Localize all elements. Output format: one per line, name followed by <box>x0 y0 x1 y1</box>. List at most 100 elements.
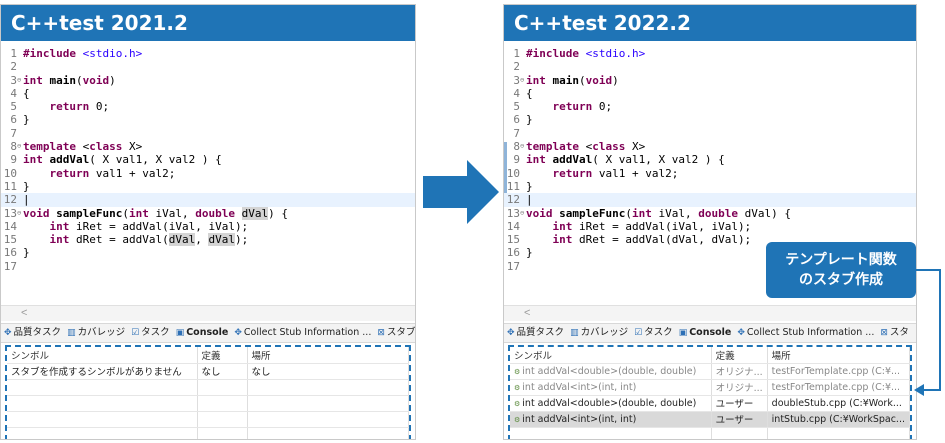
code-line[interactable]: 7 <box>1 127 415 140</box>
view-tab-icon: ▥ <box>67 328 76 338</box>
right-horizontal-scrollbar[interactable]: < <box>504 305 916 321</box>
code-line[interactable]: 15 int dRet = addVal(dVal, dVal); <box>1 233 415 247</box>
code-token: ( <box>579 73 586 87</box>
code-token: ) { <box>268 206 288 220</box>
code-line[interactable]: 14 int iRet = addVal(iVal, iVal); <box>504 220 916 233</box>
table-row[interactable]: スタブを作成するシンボルがありませんなしなし <box>7 363 409 380</box>
column-header[interactable]: シンボル <box>7 347 198 364</box>
column-header[interactable]: 場所 <box>247 347 409 364</box>
table-row[interactable] <box>7 379 409 396</box>
code-token: iVal, <box>651 206 699 220</box>
code-line[interactable]: 3⊖int main(void) <box>504 74 916 87</box>
table-row[interactable]: ⚙int addVal<double>(double, double)オリジナ.… <box>510 363 910 380</box>
code-line[interactable]: 8⊖template <class X> <box>1 140 415 153</box>
table-row[interactable] <box>7 427 409 439</box>
table-row[interactable] <box>7 411 409 428</box>
fold-icon[interactable]: ⊖ <box>17 208 22 217</box>
line-number: 15 <box>3 233 17 247</box>
code-line[interactable]: 10 return val1 + val2; <box>504 167 916 180</box>
view-tab[interactable]: ✥品質タスク <box>1 324 64 342</box>
code-line[interactable]: 6} <box>504 113 916 126</box>
view-tab[interactable]: ▥カバレッジ <box>64 324 128 342</box>
view-tab-icon: ▣ <box>175 328 185 338</box>
view-tab[interactable]: ✥品質タスク <box>504 324 567 342</box>
view-tab[interactable]: ▣Console <box>173 324 232 342</box>
code-line[interactable]: 4{ <box>1 87 415 100</box>
fold-icon[interactable]: ⊖ <box>17 75 22 84</box>
code-line[interactable]: 16} <box>1 246 415 259</box>
code-text: } <box>23 180 30 193</box>
table-row[interactable] <box>510 427 910 439</box>
code-line[interactable]: 16} <box>504 246 916 259</box>
fold-icon[interactable]: ⊖ <box>520 208 525 217</box>
code-line[interactable]: 11} <box>504 180 916 193</box>
line-number: 7 <box>10 126 17 140</box>
code-token: return <box>49 100 90 114</box>
view-tab[interactable]: ✥Collect Stub Information ... <box>734 324 877 342</box>
code-line[interactable]: 17 <box>1 260 415 273</box>
scroll-left-icon[interactable]: < <box>21 307 28 319</box>
column-header[interactable]: 定義 <box>711 347 768 364</box>
code-line[interactable]: 1#include <stdio.h> <box>1 47 415 60</box>
view-tab[interactable]: ▣Console <box>676 324 735 342</box>
left-view-tabs: ✥品質タスク▥カバレッジ☑タスク▣Console✥Collect Stub In… <box>1 323 415 343</box>
code-line[interactable]: 11} <box>1 180 415 193</box>
code-line[interactable]: 12| <box>504 193 916 207</box>
callout-line-2: のスタブ作成 <box>799 272 883 288</box>
right-stub-table: シンボル定義場所 ⚙int addVal<double>(double, dou… <box>510 347 910 439</box>
code-line[interactable]: 5 return 0; <box>1 100 415 113</box>
code-line[interactable]: 17 <box>504 260 916 273</box>
code-line[interactable]: 14 int iRet = addVal(iVal, iVal); <box>1 220 415 233</box>
code-line[interactable]: 6} <box>1 113 415 126</box>
fold-icon[interactable]: ⊖ <box>17 142 22 151</box>
table-row[interactable]: ⚙int addVal<int>(int, int)オリジナ...testFor… <box>510 379 910 396</box>
code-line[interactable]: 3⊖int main(void) <box>1 74 415 87</box>
code-line[interactable]: 5 return 0; <box>504 100 916 113</box>
definition-cell: オリジナ... <box>711 363 768 380</box>
column-header[interactable]: 場所 <box>767 347 910 364</box>
view-tab[interactable]: ✥Collect Stub Information ... <box>231 324 374 342</box>
left-horizontal-scrollbar[interactable]: < <box>1 305 415 321</box>
code-line[interactable]: 10 return val1 + val2; <box>1 167 415 180</box>
view-tab[interactable]: ▥カバレッジ <box>567 324 631 342</box>
code-text: return val1 + val2; <box>23 167 176 180</box>
code-token: return <box>552 166 593 180</box>
fold-icon[interactable]: ⊖ <box>520 142 525 151</box>
code-line[interactable]: 13⊖void sampleFunc(int iVal, double dVal… <box>504 207 916 220</box>
code-line[interactable]: 2 <box>1 60 415 73</box>
code-token: iRet = addVal(iVal, iVal); <box>572 219 752 233</box>
column-header[interactable]: 定義 <box>197 347 248 364</box>
view-tab[interactable]: ⊠スタブ <box>374 324 415 342</box>
code-line[interactable]: 4{ <box>504 87 916 100</box>
code-text: return 0; <box>23 100 110 114</box>
view-tab[interactable]: ☑タスク <box>631 324 676 342</box>
line-number: 17 <box>3 259 17 273</box>
line-number: 13 <box>506 206 520 220</box>
code-token <box>43 153 50 166</box>
table-row[interactable] <box>7 395 409 412</box>
code-line[interactable]: 13⊖void sampleFunc(int iVal, double dVal… <box>1 206 415 220</box>
code-line[interactable]: 15 int dRet = addVal(dVal, dVal); <box>504 233 916 246</box>
view-tab[interactable]: ⊠スタ <box>877 324 912 342</box>
code-line[interactable]: 1#include <stdio.h> <box>504 47 916 60</box>
scroll-left-icon[interactable]: < <box>524 307 531 319</box>
code-text: int iRet = addVal(iVal, iVal); <box>526 219 752 233</box>
left-version-title: C++test 2021.2 <box>1 5 415 41</box>
column-header[interactable]: シンボル <box>510 347 712 364</box>
code-text: template <class X> <box>526 140 645 153</box>
line-number: 11 <box>506 179 520 193</box>
code-line[interactable]: 12| <box>1 193 415 207</box>
view-tab[interactable]: ☑タスク <box>128 324 173 342</box>
change-marker <box>504 142 507 195</box>
code-line[interactable]: 7 <box>504 127 916 140</box>
code-line[interactable]: 8⊖template <class X> <box>504 140 916 153</box>
code-line[interactable]: 2 <box>504 60 916 73</box>
fold-icon[interactable]: ⊖ <box>520 75 525 84</box>
stub-symbol-icon: ⚙ <box>514 415 521 424</box>
